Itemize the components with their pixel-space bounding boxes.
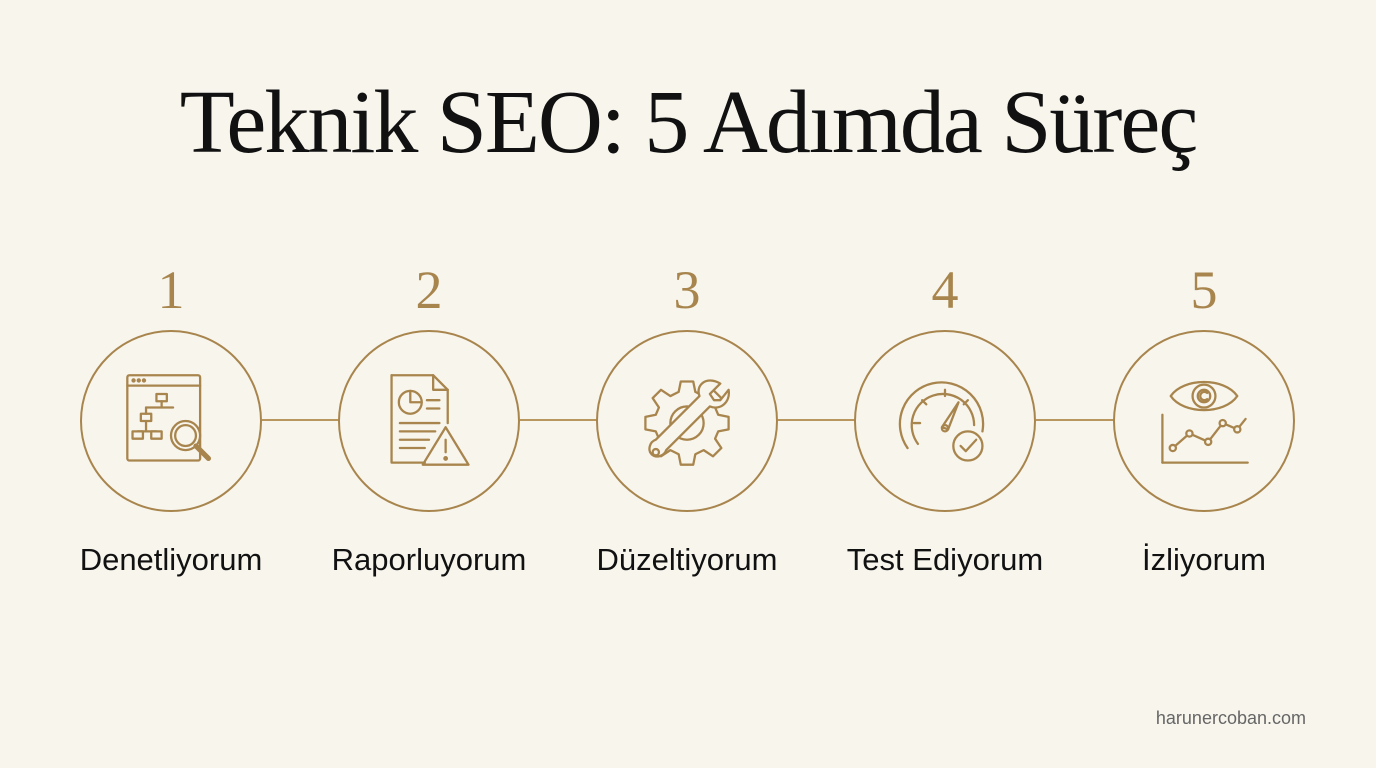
speedometer-check-icon (898, 381, 985, 462)
step-circle (80, 330, 262, 512)
report-warning-icon (390, 374, 470, 466)
connector-line (1036, 419, 1114, 421)
site-credit: harunercoban.com (1155, 708, 1306, 728)
step-number: 3 (673, 260, 701, 320)
step-label: Test Ediyorum (846, 542, 1044, 577)
step-number: 5 (1190, 260, 1218, 320)
step-label: Denetliyorum (79, 542, 263, 577)
site-audit-magnifier-icon (126, 374, 212, 462)
step-number: 2 (415, 260, 443, 320)
step-5: 5 İzliyorum (1074, 258, 1334, 578)
step-number: 1 (157, 260, 185, 320)
connector-line (262, 419, 340, 421)
step-4: 4 Test Ediyorum (815, 258, 1075, 578)
connector-line (778, 419, 856, 421)
step-circle (1113, 330, 1295, 512)
step-label: İzliyorum (1141, 542, 1266, 577)
step-circle (596, 330, 778, 512)
step-number: 4 (931, 260, 959, 320)
step-1: 1 Denetliyorum (41, 258, 301, 578)
connector-line (520, 419, 598, 421)
step-label: Düzeltiyorum (596, 542, 778, 577)
gear-wrench-icon (644, 379, 730, 466)
step-3: 3 Düzeltiyorum (557, 258, 817, 578)
page-title: Teknik SEO: 5 Adımda Süreç (179, 73, 1199, 172)
step-label: Raporluyorum (331, 542, 527, 577)
eye-chart-icon (1161, 380, 1249, 464)
step-2: 2 Raporluyorum (299, 258, 559, 578)
step-circle (854, 330, 1036, 512)
step-circle (338, 330, 520, 512)
